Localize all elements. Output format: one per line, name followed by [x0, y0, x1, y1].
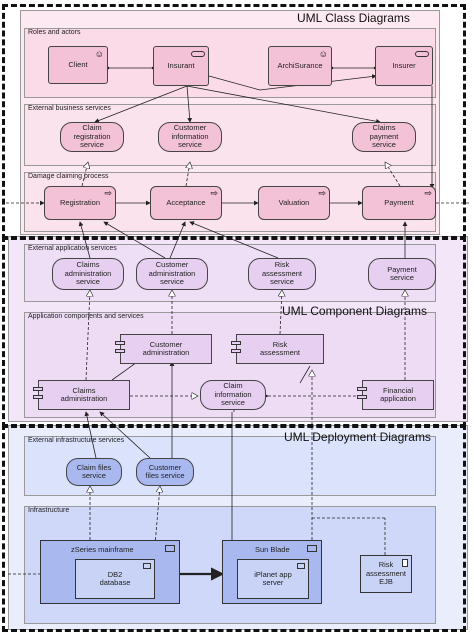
business-service-claims-payment[interactable]: Claims payment service — [352, 122, 416, 152]
role-insurant[interactable]: Insurant — [153, 46, 209, 86]
app-service-label: Claims administration service — [64, 260, 112, 287]
process-step-label: Payment — [384, 197, 414, 207]
role-icon — [415, 51, 429, 57]
layer-title-ext-app: External application services — [28, 245, 117, 252]
document-icon — [402, 559, 408, 567]
component-label: Claim information service — [214, 381, 252, 408]
title-component-diagrams: UML Component Diagrams — [282, 304, 427, 318]
business-service-customer-information[interactable]: Customer information service — [158, 122, 222, 152]
component-label: Risk assessment — [259, 339, 301, 357]
infra-service-label: Claim files service — [76, 462, 112, 480]
infra-service-claim-files[interactable]: Claim files service — [66, 458, 122, 486]
component-icon — [33, 395, 43, 399]
actor-icon: ☺ — [318, 49, 328, 59]
node-sun-blade[interactable]: Sun Blade iPlanet app server — [222, 540, 322, 604]
business-service-label: Claims payment service — [369, 123, 399, 150]
component-icon — [231, 349, 241, 353]
node-label: Sun Blade — [255, 545, 290, 554]
infra-service-customer-files[interactable]: Customer files service — [136, 458, 194, 486]
artifact-icon — [143, 563, 151, 569]
title-deployment-diagrams: UML Deployment Diagrams — [284, 430, 431, 444]
role-insurant-label: Insurant — [167, 60, 195, 70]
role-archisurance[interactable]: ArchiSurance ☺ — [268, 46, 332, 86]
component-icon — [357, 387, 367, 391]
component-icon — [115, 341, 125, 345]
app-service-claims-administration[interactable]: Claims administration service — [52, 258, 124, 290]
app-service-risk-assessment[interactable]: Risk assessment service — [248, 258, 316, 290]
layer-title-infra: Infrastructure — [28, 507, 70, 514]
artifact-icon — [297, 563, 305, 569]
app-service-label: Payment service — [387, 264, 417, 282]
title-class-diagrams: UML Class Diagrams — [297, 11, 410, 25]
process-step-label: Valuation — [278, 197, 310, 207]
artifact-db2-database[interactable]: DB2 database — [75, 559, 155, 599]
process-step-label: Acceptance — [166, 197, 206, 207]
role-archisurance-label: ArchiSurance — [277, 60, 323, 70]
layer-title-ext-business: External business services — [28, 105, 111, 112]
app-service-customer-administration[interactable]: Customer administration service — [136, 258, 208, 290]
node-label: zSeries mainframe — [71, 545, 134, 554]
business-service-label: Customer information service — [171, 123, 209, 150]
component-label: Claims administration — [60, 385, 108, 403]
node-icon — [307, 545, 317, 552]
business-service-label: Claim registration service — [73, 123, 111, 150]
layer-title-roles: Roles and actors — [28, 29, 81, 36]
component-claims-administration[interactable]: Claims administration — [33, 380, 130, 410]
actor-icon: ☺ — [94, 49, 104, 59]
role-insurer[interactable]: Insurer — [375, 46, 433, 86]
process-arrow-icon: ⇨ — [318, 188, 326, 198]
process-step-label: Registration — [59, 197, 101, 207]
component-risk-assessment[interactable]: Risk assessment — [231, 334, 324, 364]
role-icon — [191, 51, 205, 57]
business-service-claim-registration[interactable]: Claim registration service — [60, 122, 124, 152]
artifact-label: iPlanet app server — [254, 569, 292, 587]
artifact-label: Risk assessment EJB — [366, 560, 407, 587]
artifact-risk-assessment-ejb[interactable]: Risk assessment EJB — [360, 555, 412, 593]
component-label: Financial application — [380, 385, 416, 403]
process-acceptance[interactable]: Acceptance ⇨ — [150, 186, 222, 220]
component-claim-information-service[interactable]: Claim information service — [200, 380, 266, 410]
app-service-label: Risk assessment service — [261, 260, 303, 287]
component-diagrams-boundary — [2, 236, 466, 428]
role-insurer-label: Insurer — [392, 60, 416, 70]
component-label: Customer administration — [142, 339, 190, 357]
infra-service-label: Customer files service — [145, 462, 185, 480]
component-icon — [231, 341, 241, 345]
role-client[interactable]: Client ☺ — [48, 46, 108, 84]
process-valuation[interactable]: Valuation ⇨ — [258, 186, 330, 220]
node-icon — [165, 545, 175, 552]
process-registration[interactable]: Registration ⇨ — [44, 186, 116, 220]
artifact-iplanet-app-server[interactable]: iPlanet app server — [237, 559, 309, 599]
process-arrow-icon: ⇨ — [210, 188, 218, 198]
role-client-label: Client — [68, 59, 88, 69]
component-icon — [357, 395, 367, 399]
component-financial-application[interactable]: Financial application — [357, 380, 434, 410]
deployment-diagrams-boundary — [2, 424, 466, 632]
class-diagrams-boundary — [2, 4, 466, 240]
process-arrow-icon: ⇨ — [104, 188, 112, 198]
component-icon — [115, 349, 125, 353]
node-zseries-mainframe[interactable]: zSeries mainframe DB2 database — [40, 540, 180, 604]
process-payment[interactable]: Payment ⇨ — [362, 186, 436, 220]
layer-title-ext-infra: External infrastructure services — [28, 437, 125, 444]
artifact-label: DB2 database — [99, 569, 131, 587]
app-service-label: Customer administration service — [148, 260, 196, 287]
component-icon — [33, 387, 43, 391]
process-arrow-icon: ⇨ — [424, 188, 432, 198]
layer-title-process: Damage claiming process — [28, 173, 109, 180]
app-service-payment[interactable]: Payment service — [368, 258, 436, 290]
layer-title-app-components: Application components and services — [28, 313, 144, 320]
component-customer-administration[interactable]: Customer administration — [115, 334, 212, 364]
